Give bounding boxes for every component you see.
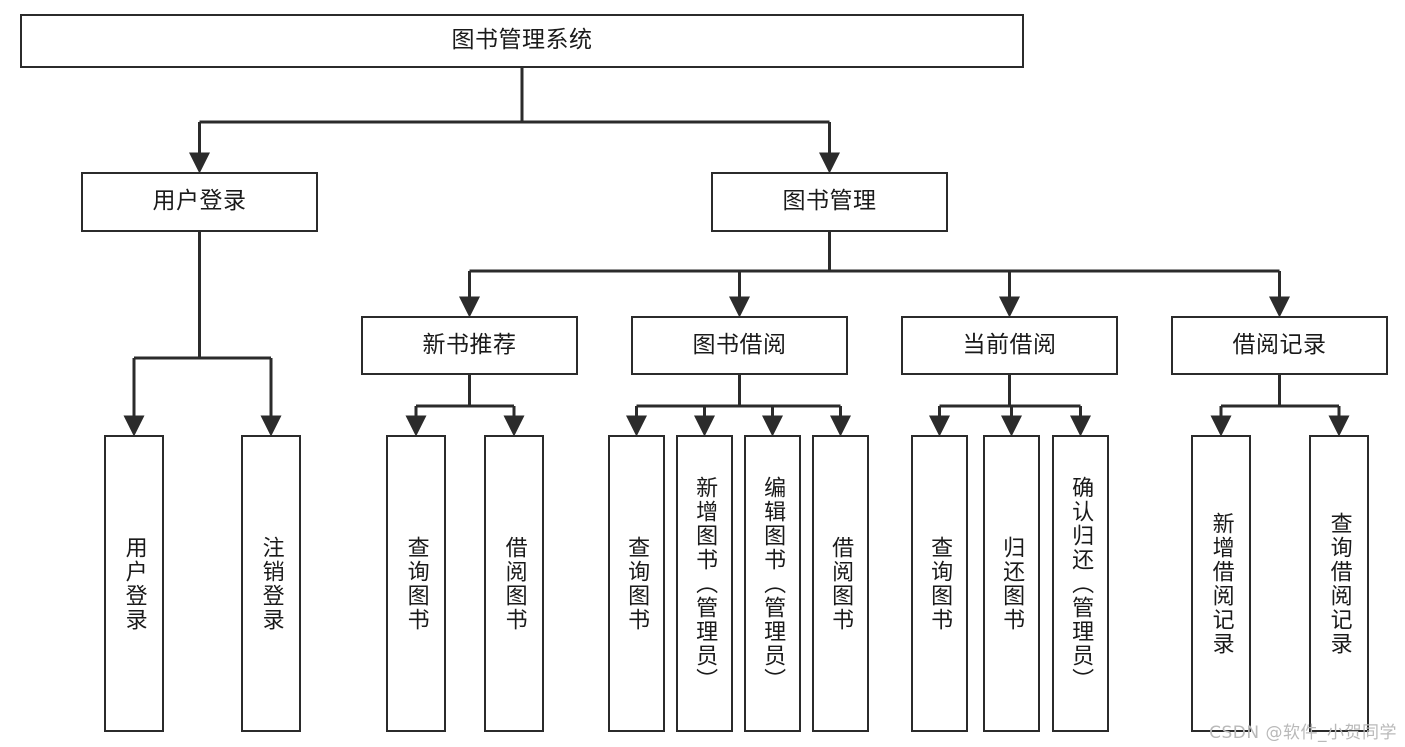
node-label: 借阅图书 [501,535,527,632]
leaf-query-record[interactable]: 查询借阅记录 [1309,435,1369,732]
node-label: 查询借阅记录 [1326,511,1352,656]
watermark: CSDN @软件_小贺同学 [1209,723,1397,743]
node-label: 确认归还（管理员） [1068,475,1094,692]
node-label: 图书借阅 [692,331,787,358]
leaf-add-book[interactable]: 新增图书（管理员） [676,435,733,732]
leaf-add-record[interactable]: 新增借阅记录 [1191,435,1251,732]
node-book-borrow[interactable]: 图书借阅 [631,316,848,375]
node-new-book-rec[interactable]: 新书推荐 [361,316,578,375]
node-label: 借阅记录 [1232,331,1327,358]
leaf-query-book-cur[interactable]: 查询图书 [911,435,968,732]
leaf-confirm-return[interactable]: 确认归还（管理员） [1052,435,1109,732]
node-label: 编辑图书（管理员） [760,475,786,692]
node-label: 新书推荐 [422,331,517,358]
node-label: 当前借阅 [962,331,1057,358]
node-label: 注销登录 [258,535,284,632]
node-label: 查询图书 [927,535,953,632]
leaf-user-login[interactable]: 用户登录 [104,435,164,732]
node-label: 用户登录 [121,535,147,632]
leaf-borrow-book[interactable]: 借阅图书 [812,435,869,732]
node-label: 图书管理系统 [451,27,593,54]
node-label: 用户登录 [152,188,247,215]
node-label: 新增借阅记录 [1208,511,1234,656]
node-current-borrow[interactable]: 当前借阅 [901,316,1118,375]
node-book-manage[interactable]: 图书管理 [711,172,948,232]
leaf-borrow-book-rec[interactable]: 借阅图书 [484,435,544,732]
leaf-query-book-borrow[interactable]: 查询图书 [608,435,665,732]
node-label: 图书管理 [782,188,877,215]
leaf-query-book-rec[interactable]: 查询图书 [386,435,446,732]
leaf-edit-book[interactable]: 编辑图书（管理员） [744,435,801,732]
leaf-user-logout[interactable]: 注销登录 [241,435,301,732]
node-label: 借阅图书 [828,535,854,632]
node-label: 归还图书 [999,535,1025,632]
node-borrow-record[interactable]: 借阅记录 [1171,316,1388,375]
node-label: 查询图书 [403,535,429,632]
leaf-return-book[interactable]: 归还图书 [983,435,1040,732]
node-user-login[interactable]: 用户登录 [81,172,318,232]
node-label: 查询图书 [624,535,650,632]
node-label: 新增图书（管理员） [692,475,718,692]
node-root[interactable]: 图书管理系统 [20,14,1024,68]
